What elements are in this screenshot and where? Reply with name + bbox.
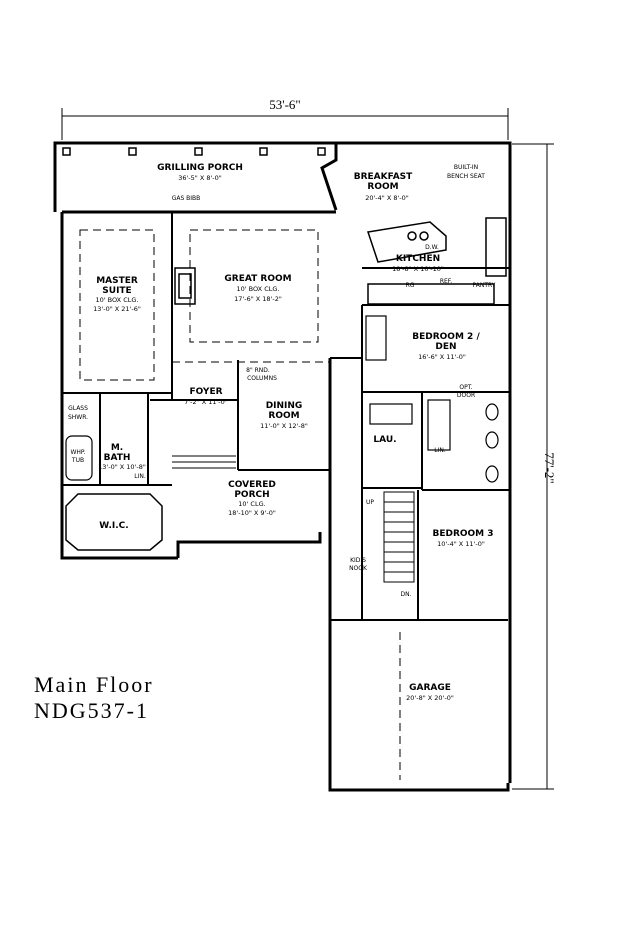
built-in-1: BUILT-IN	[454, 164, 478, 171]
whp-tub-1: WHP.	[70, 449, 85, 456]
depth-dimension	[512, 143, 554, 790]
wic-label: W.I.C.	[99, 521, 128, 531]
master-name-1: MASTER	[96, 276, 138, 286]
garage-name: GARAGE	[409, 683, 451, 693]
kids-nook-2: NOOK	[349, 565, 368, 572]
wic-closet	[65, 493, 163, 551]
lin-label-2: LIN.	[434, 447, 446, 454]
whp-tub-2: TUB	[71, 457, 84, 464]
depth-dimension-label: 77'-2"	[542, 452, 557, 483]
m-bath-name-1: M.	[111, 443, 123, 453]
master-note: 10' BOX CLG.	[96, 296, 139, 304]
breakfast-name-1: BREAKFAST	[354, 172, 413, 182]
bedroom3-name: BEDROOM 3	[432, 529, 493, 539]
ceiling-lines	[79, 229, 401, 780]
m-bath-name-2: BATH	[104, 453, 131, 463]
kitchen-size: 18'-8" X 10'-10"	[392, 265, 444, 273]
width-dimension	[61, 108, 509, 140]
glass-shwr-1: GLASS	[68, 405, 88, 412]
ref-label: REF.	[440, 278, 452, 285]
breakfast-name-2: ROOM	[367, 182, 398, 192]
dw-label: D.W.	[425, 244, 439, 251]
bedroom3-size: 10'-4" X 11'-0"	[437, 540, 485, 548]
up-label: UP	[366, 499, 374, 506]
plan-title: Main Floor	[34, 672, 154, 697]
interior-walls	[62, 212, 510, 621]
covered-porch-size: 18'-10" X 9'-0"	[228, 509, 276, 517]
opt-door-1: OPT.	[459, 384, 472, 391]
grilling-porch-size: 36'-5" X 8'-0"	[178, 174, 222, 182]
exterior-walls	[53, 141, 512, 792]
dining-name-1: DINING	[266, 401, 303, 411]
kitchen-name: KITCHEN	[396, 254, 440, 264]
bedroom2-name-1: BEDROOM 2 /	[412, 332, 480, 342]
covered-porch-name-2: PORCH	[234, 490, 269, 500]
room-labels: GRILLING PORCH 36'-5" X 8'-0" GAS BIBB B…	[68, 163, 496, 702]
columns-1: 8" RND.	[246, 367, 270, 374]
great-room-size: 17'-6" X 18'-2"	[234, 295, 282, 303]
plan-code: NDG537-1	[34, 698, 149, 723]
fireplace	[174, 267, 196, 305]
foyer-name: FOYER	[189, 387, 222, 397]
covered-porch-note: 10' CLG.	[238, 500, 265, 508]
kitchen-island	[367, 221, 447, 263]
breakfast-size: 20'-4" X 8'-0"	[365, 194, 409, 202]
width-dimension-label: 53'-6"	[269, 97, 300, 112]
lau-label: LAU.	[373, 435, 396, 445]
built-in-2: BENCH SEAT	[447, 173, 485, 180]
covered-porch-name-1: COVERED	[228, 480, 276, 490]
dn-label: DN.	[400, 591, 411, 598]
columns-2: COLUMNS	[247, 375, 277, 382]
master-size: 13'-0" X 21'-6"	[93, 305, 141, 313]
lin-label-1: LIN.	[134, 473, 146, 480]
great-room-note: 10' BOX CLG.	[237, 285, 280, 293]
bath-fixtures	[65, 315, 499, 483]
stairs	[172, 455, 415, 583]
kitchen-counter	[367, 217, 507, 305]
master-name-2: SUITE	[102, 286, 131, 296]
great-room-name: GREAT ROOM	[224, 274, 291, 284]
glass-shwr-2: SHWR.	[68, 414, 88, 421]
m-bath-size: 13'-0" X 10'-8"	[98, 463, 146, 471]
bedroom2-size: 16'-6" X 11'-0"	[418, 353, 466, 361]
grilling-porch-name: GRILLING PORCH	[157, 163, 243, 173]
gas-bibb-label: GAS BIBB	[172, 195, 201, 202]
dining-name-2: ROOM	[268, 411, 299, 421]
foyer-size: 7'-2" X 11'-0"	[184, 398, 228, 406]
kids-nook-1: KID'S	[350, 557, 366, 564]
garage-size: 20'-8" X 20'-0"	[406, 694, 454, 702]
opt-door-2: DOOR	[457, 392, 475, 399]
porch-posts	[62, 147, 326, 156]
dining-size: 11'-0" X 12'-8"	[260, 422, 308, 430]
pantry-label: PANTRY	[473, 282, 496, 289]
rg-label: RG	[406, 282, 415, 289]
bedroom2-name-2: DEN	[435, 342, 456, 352]
